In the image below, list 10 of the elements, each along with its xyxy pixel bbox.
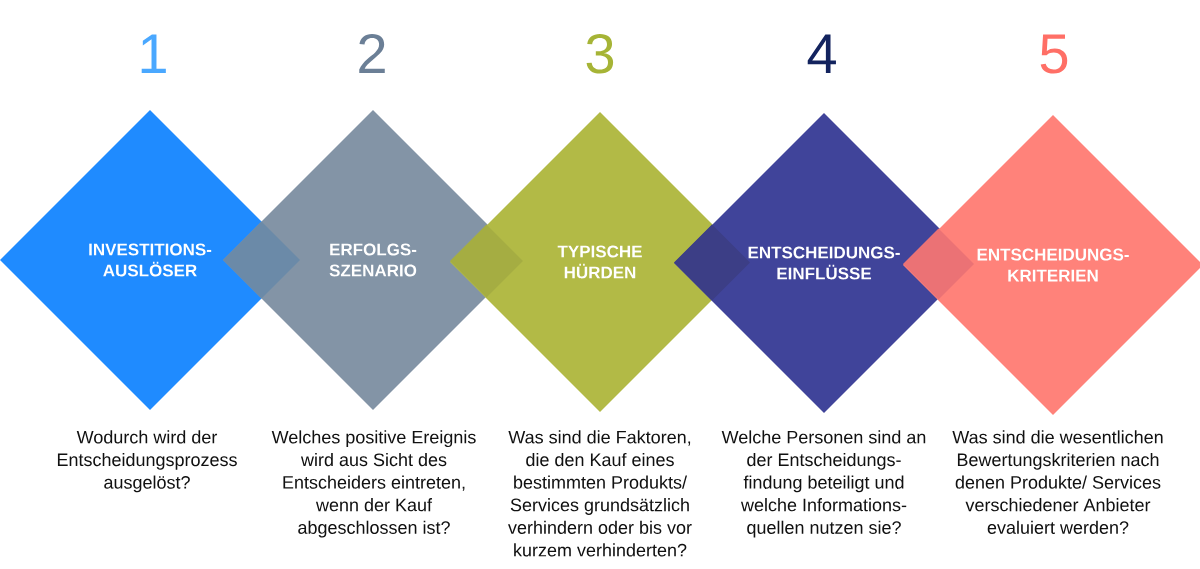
question-text: Wodurch wird der Entscheidungsprozess ausgelöst? — [57, 430, 237, 493]
step-number: 3 — [586, 33, 614, 74]
question-text: Was sind die wesentlichen Bewertungskriterien nach denen Produkte/ Services verschiedener Anbieter evaluiert werden? — [952, 430, 1163, 534]
step-number: 1 — [141, 34, 166, 73]
question-text: Welche Personen sind an der Entscheidungs- findung beteiligt und welche Informations- quellen nutzen sie? — [721, 430, 926, 538]
step-number: 4 — [807, 34, 836, 73]
step-number: 2 — [359, 33, 385, 73]
question-text: Welches positive Ereignis wird aus Sicht des Entscheiders eintreten, wenn der Kauf abgeschlossen ist? — [271, 430, 476, 538]
step-number: 5 — [1040, 34, 1068, 74]
question-text: Was sind die Faktoren, die den Kauf eines bestimmten Produkts/ Services grundsätzlich verhindern oder bis vor kurzem verhinderten? — [508, 430, 692, 557]
